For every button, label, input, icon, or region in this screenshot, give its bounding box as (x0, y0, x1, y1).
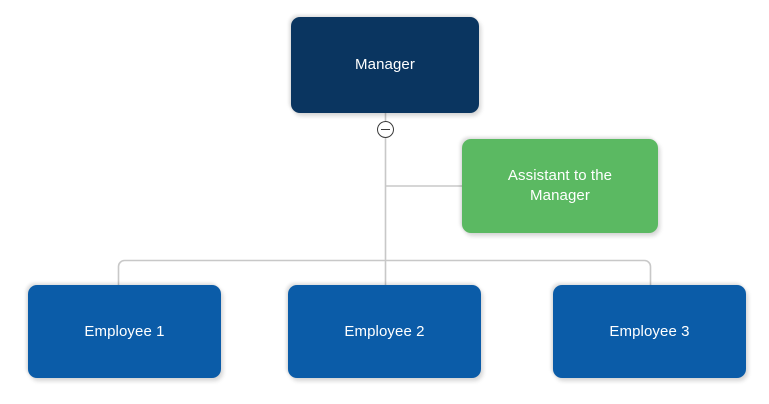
org-node-employee-1-label: Employee 1 (84, 322, 165, 340)
org-node-manager-label: Manager (355, 56, 415, 73)
minus-circle-icon[interactable] (377, 121, 394, 138)
org-node-manager[interactable]: Manager (291, 17, 479, 113)
org-node-assistant[interactable]: Assistant to the Manager (462, 139, 658, 233)
org-node-employee-3[interactable]: Employee 3 (553, 285, 746, 378)
org-node-assistant-label: Assistant to the Manager (507, 167, 613, 204)
minus-bar (381, 128, 390, 131)
org-node-employee-3-label: Employee 3 (609, 322, 690, 340)
org-node-employee-2-label: Employee 2 (344, 322, 425, 340)
org-node-employee-2[interactable]: Employee 2 (288, 285, 481, 378)
org-node-employee-1[interactable]: Employee 1 (28, 285, 221, 378)
